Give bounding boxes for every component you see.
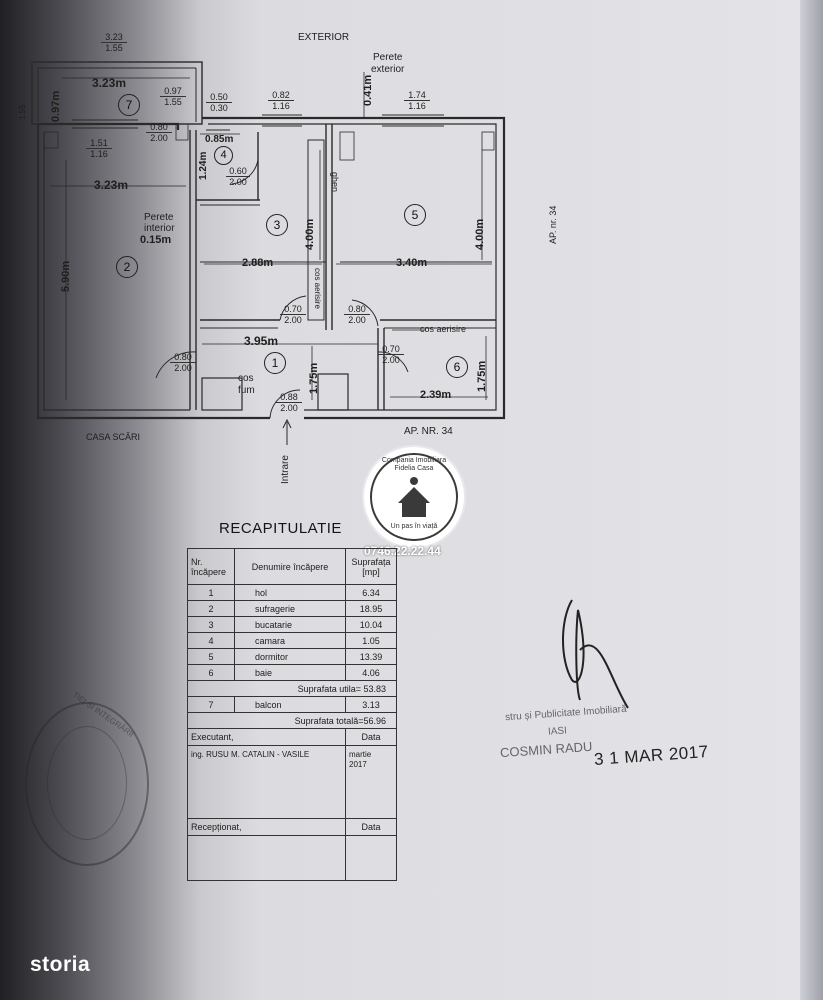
right-stamp-line2: IASI xyxy=(547,725,568,738)
perete-exterior-label-1: Perete xyxy=(373,52,403,63)
recap-title: RECAPITULATIE xyxy=(219,520,342,537)
dim-room5-width: 3.40m xyxy=(396,257,428,269)
cos-fum-label-1: cos xyxy=(238,373,254,384)
company-stamp: Compania Imobiliara Fidelia Casa Un pas … xyxy=(362,445,466,549)
date-year: 2017 xyxy=(349,760,367,769)
table-row-receptionat: Recepționat,Data xyxy=(187,818,397,836)
ap-nr-bottom: AP. NR. 34 xyxy=(404,426,453,437)
dim-room2-width: 3.23m xyxy=(94,178,129,192)
room-7-number: 7 xyxy=(118,94,140,116)
room-5-number: 5 xyxy=(404,204,426,226)
dim-room3-width: 2.88m xyxy=(242,257,274,269)
exterior-label: EXTERIOR xyxy=(298,32,350,43)
outer-wall-left xyxy=(36,124,196,420)
room-3-number: 3 xyxy=(266,214,288,236)
cos-fum-label-2: fum xyxy=(238,385,255,396)
table-row-empty xyxy=(187,835,397,881)
perete-exterior-label-2: exterior xyxy=(371,64,405,75)
cos-aerisire-label: cos aerisire xyxy=(420,324,467,334)
left-round-stamp: TIEI ȘI INTEGRĂRII xyxy=(25,690,149,866)
perete-interior-value: 0.15m xyxy=(140,234,172,246)
room-2-number: 2 xyxy=(116,256,138,278)
dim-balcony-width: 3.23m xyxy=(92,76,127,90)
right-stamp-date: 3 1 MAR 2017 xyxy=(593,742,710,769)
stamp-company-name: Compania Imobiliara Fidelia Casa xyxy=(381,457,447,472)
dim-room6-width: 2.39m xyxy=(420,389,452,401)
room-4-number: 4 xyxy=(214,146,233,165)
dim-hall-width: 3.95m xyxy=(244,334,279,348)
perete-interior-label-1: Perete xyxy=(144,212,174,223)
cell-data: Data xyxy=(345,728,397,746)
dim-room4-width: 0.85m xyxy=(205,134,234,145)
recap-table: Nr. încăpere Denumire încăpere Suprafața… xyxy=(187,548,397,881)
storia-watermark: storia xyxy=(30,953,91,976)
room-1-number: 1 xyxy=(264,352,286,374)
stamp-motto: Un pas în viață xyxy=(390,523,438,530)
header-name: Denumire încăpere xyxy=(234,548,346,585)
page-edge xyxy=(800,0,823,1000)
table-row-executant: Executant,Data xyxy=(187,728,397,746)
perete-interior-label-2: interior xyxy=(144,223,175,234)
date-month: martie xyxy=(349,750,372,759)
room-6-number: 6 xyxy=(446,356,468,378)
outer-wall-main xyxy=(202,116,506,420)
casa-scarii-label: CASA SCĂRI xyxy=(86,432,141,442)
header-area: Suprafața [mp] xyxy=(345,548,397,585)
